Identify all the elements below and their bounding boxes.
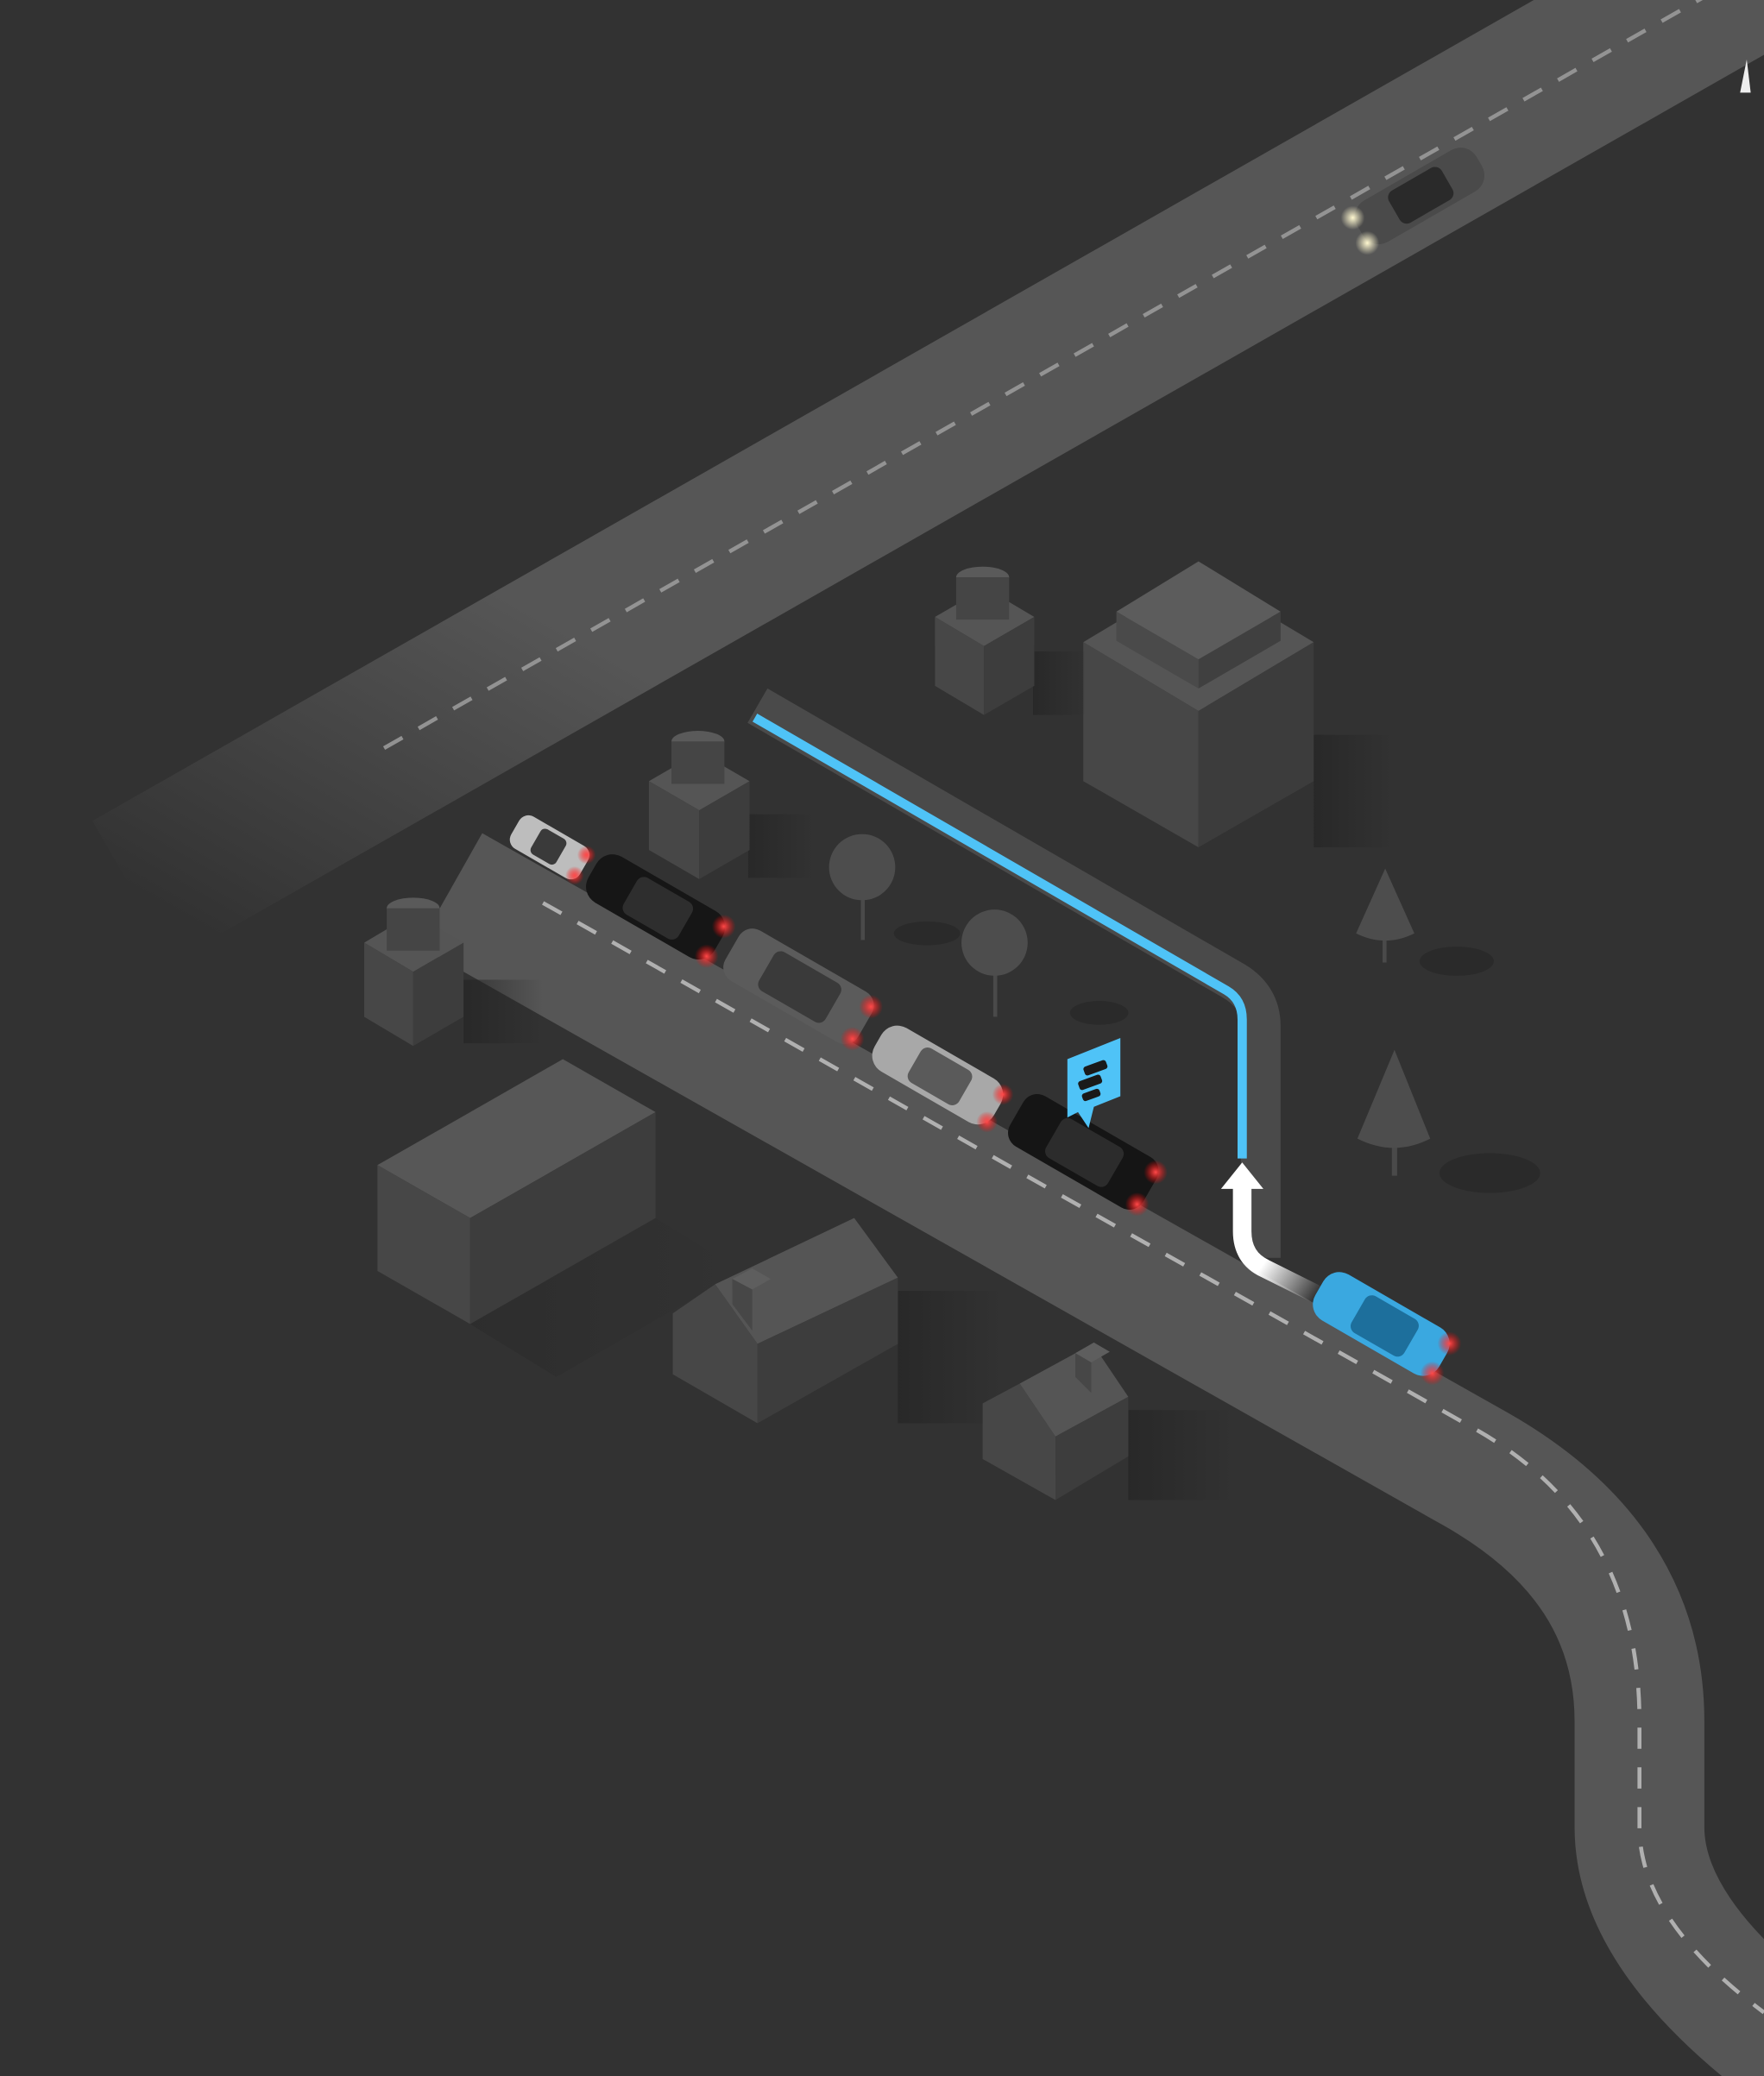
car-highway <box>1340 148 1485 255</box>
detour-route-line <box>753 714 1247 1159</box>
tree-cone-2 <box>1357 1049 1540 1193</box>
highway-lane-dashes <box>382 0 1704 750</box>
building-cylinder-1 <box>935 566 1087 715</box>
building-cylinder-3 <box>364 897 544 1047</box>
traffic-cone <box>1740 60 1751 93</box>
house-2 <box>982 1342 1235 1500</box>
headlight <box>1340 205 1365 230</box>
tree-round-2 <box>961 909 1129 1025</box>
car-light-grey <box>872 1025 1014 1133</box>
local-road <box>418 833 1764 2076</box>
traffic-jam-icon <box>1078 1060 1108 1102</box>
headlight <box>1355 230 1380 255</box>
tree-cone-1 <box>1356 868 1494 976</box>
car-black-1 <box>586 854 736 969</box>
arrow-up-icon <box>1220 1162 1322 1304</box>
traffic-jam-marker <box>1067 1038 1121 1129</box>
tree-round-1 <box>828 834 961 946</box>
detour-road <box>747 688 1281 1258</box>
building-tower <box>1083 561 1394 848</box>
car-black-2 <box>1008 1093 1168 1217</box>
building-cylinder-2 <box>648 731 815 879</box>
highway <box>92 0 1764 962</box>
building-large-box <box>377 1059 742 1377</box>
road-lane-dashes <box>542 901 1764 2015</box>
car-user-blue <box>1313 1272 1462 1386</box>
car-white-small <box>509 815 596 885</box>
car-grey-suv <box>723 928 883 1051</box>
house-1 <box>672 1217 1005 1424</box>
